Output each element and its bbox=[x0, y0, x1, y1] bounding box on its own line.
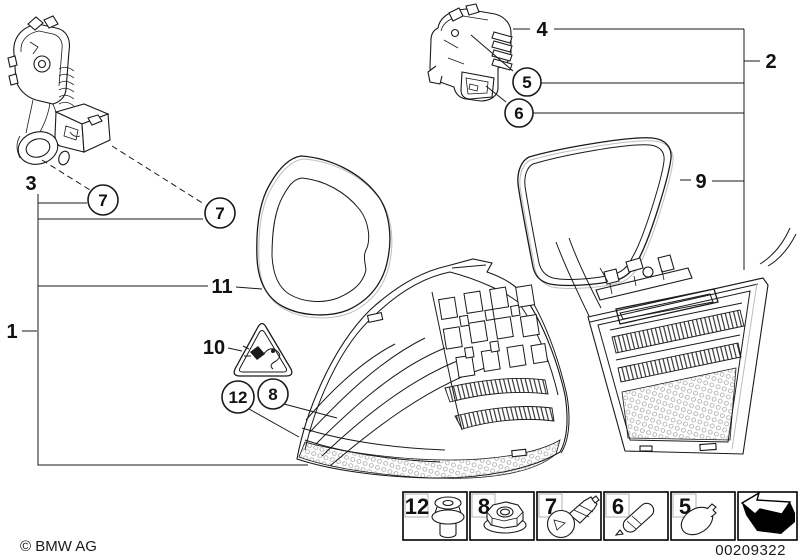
festoon-bulb-icon bbox=[614, 502, 655, 536]
legend-box-arrow[interactable] bbox=[737, 491, 798, 541]
svg-text:6: 6 bbox=[514, 104, 523, 123]
document-number: 00209322 bbox=[715, 542, 786, 559]
legend-box-6[interactable]: 6 bbox=[603, 491, 669, 541]
side-marker bbox=[366, 311, 384, 324]
comb-band bbox=[611, 309, 745, 354]
svg-text:5: 5 bbox=[522, 73, 531, 92]
copyright-text: © BMW AG bbox=[20, 538, 97, 555]
grommet-plug-icon bbox=[431, 496, 465, 539]
comb-band bbox=[454, 406, 555, 430]
honeycomb-texture bbox=[621, 367, 737, 441]
connector bbox=[460, 71, 495, 100]
mounting-bracket bbox=[595, 254, 693, 301]
bulb-socket bbox=[16, 131, 70, 166]
legend-box-12[interactable]: 12 bbox=[402, 491, 468, 541]
legend-box-8[interactable]: 8 bbox=[469, 491, 535, 541]
legend-row: 12 8 7 bbox=[402, 491, 798, 541]
gasket-11 bbox=[256, 155, 393, 319]
callout-4[interactable]: 4 bbox=[536, 19, 548, 41]
seal-9 bbox=[517, 137, 674, 289]
callout-7b[interactable]: 7 bbox=[204, 197, 236, 229]
callout-11[interactable]: 11 bbox=[211, 276, 232, 298]
replacement-direction-arrow-icon bbox=[740, 491, 795, 534]
warning-triangle-sticker bbox=[233, 322, 293, 377]
svg-text:12: 12 bbox=[405, 494, 429, 519]
inner-tail-light bbox=[587, 254, 769, 455]
callout-10[interactable]: 10 bbox=[203, 337, 225, 359]
led-matrix bbox=[438, 284, 549, 378]
callout-1[interactable]: 1 bbox=[6, 321, 17, 343]
tab bbox=[699, 442, 717, 452]
terminal-comb bbox=[491, 31, 513, 71]
callout-7a[interactable]: 7 bbox=[87, 184, 119, 216]
part-4-bulb-carrier bbox=[427, 3, 513, 102]
plug-and-cable-icon bbox=[242, 345, 281, 370]
comb-band bbox=[444, 377, 549, 403]
legend-box-7[interactable]: 7 bbox=[536, 491, 602, 541]
connector-box bbox=[54, 103, 111, 153]
svg-text:7: 7 bbox=[98, 191, 107, 210]
tab bbox=[511, 448, 527, 458]
flange-nut-icon bbox=[483, 501, 527, 534]
callout-3[interactable]: 3 bbox=[25, 173, 36, 195]
callout-5[interactable]: 5 bbox=[512, 67, 542, 97]
svg-text:6: 6 bbox=[612, 494, 624, 519]
callout-8[interactable]: 8 bbox=[257, 378, 289, 410]
body-contour-lines bbox=[555, 227, 797, 319]
terminal-comb bbox=[58, 66, 75, 107]
svg-text:8: 8 bbox=[268, 385, 277, 404]
bulb-with-socket-icon bbox=[546, 495, 600, 539]
callout-6[interactable]: 6 bbox=[504, 98, 534, 128]
callout-2[interactable]: 2 bbox=[765, 51, 776, 73]
honeycomb-texture bbox=[298, 439, 561, 479]
comb-band bbox=[617, 342, 742, 383]
svg-text:7: 7 bbox=[215, 204, 224, 223]
callout-12[interactable]: 12 bbox=[221, 380, 255, 414]
tab bbox=[639, 445, 653, 452]
callout-lines bbox=[22, 28, 760, 466]
outer-tail-light bbox=[296, 258, 570, 479]
callout-9[interactable]: 9 bbox=[695, 171, 706, 193]
svg-text:12: 12 bbox=[229, 388, 248, 407]
part-3-bulb-carrier bbox=[7, 15, 111, 166]
glass-wedge-bulb-icon bbox=[680, 503, 717, 536]
legend-box-5[interactable]: 5 bbox=[670, 491, 736, 541]
